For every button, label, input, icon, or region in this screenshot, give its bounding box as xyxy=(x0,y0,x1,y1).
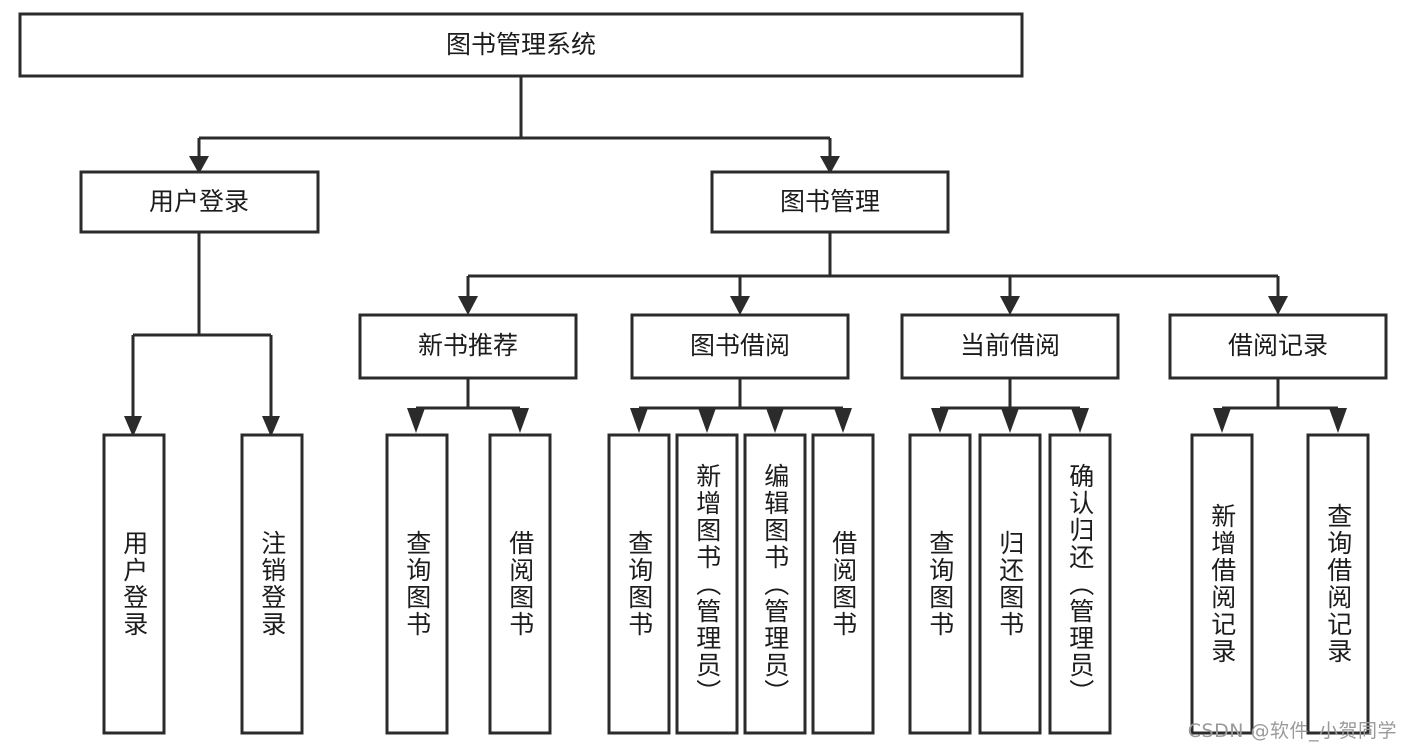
csdn-watermark: CSDN @软件_小贺同学 xyxy=(1187,720,1397,742)
arrow-bb-leaf4 xyxy=(834,408,852,433)
node-box-leaf-br-1[interactable] xyxy=(1190,433,1254,735)
connector-group-user-login xyxy=(124,232,280,437)
arrow-nbr-leaf2 xyxy=(511,408,529,433)
node-box-borrow-record[interactable] xyxy=(1168,313,1388,380)
arrow-bb-leaf1 xyxy=(630,408,648,433)
connector-group-new-book-recommend xyxy=(407,378,529,433)
node-box-leaf-bb-1[interactable] xyxy=(607,433,671,735)
node-label-user-login: 用户登录 xyxy=(149,187,249,216)
node-label-root: 图书管理系统 xyxy=(446,30,596,59)
node-box-leaf-cb-1[interactable] xyxy=(908,433,972,735)
arrow-bb-leaf2 xyxy=(698,408,716,433)
arrow-ul-leaf1 xyxy=(124,416,142,437)
connector-group-book-borrow xyxy=(630,378,852,433)
node-box-leaf-nbr-2[interactable] xyxy=(488,433,552,735)
node-box-root[interactable] xyxy=(18,12,1024,78)
connector-group-current-borrow xyxy=(931,378,1089,433)
node-box-leaf-bb-2[interactable] xyxy=(675,433,739,735)
node-box-leaf-ul-2[interactable] xyxy=(240,433,304,735)
node-box-leaf-nbr-1[interactable] xyxy=(385,433,449,735)
arrow-ul-leaf2 xyxy=(262,416,280,437)
arrow-new-book-recommend xyxy=(458,296,478,315)
connector-group-book-mgmt xyxy=(458,232,1288,315)
connector-group-root xyxy=(189,76,840,174)
arrow-br-leaf2 xyxy=(1329,408,1347,433)
node-box-leaf-cb-2[interactable] xyxy=(978,433,1042,735)
node-box-leaf-br-2[interactable] xyxy=(1306,433,1370,735)
arrow-user-login xyxy=(189,156,209,174)
arrow-br-leaf1 xyxy=(1213,408,1231,433)
arrow-cb-leaf3 xyxy=(1071,408,1089,433)
node-box-leaf-ul-1[interactable] xyxy=(102,433,166,735)
node-box-leaf-bb-3[interactable] xyxy=(743,433,807,735)
arrow-book-borrow xyxy=(730,296,750,315)
node-label-current-borrow: 当前借阅 xyxy=(960,331,1060,360)
arrow-nbr-leaf1 xyxy=(407,408,425,433)
arrow-bb-leaf3 xyxy=(766,408,784,433)
arrow-cb-leaf2 xyxy=(1001,408,1019,433)
node-box-leaf-bb-4[interactable] xyxy=(811,433,875,735)
node-box-current-borrow[interactable] xyxy=(900,313,1120,380)
node-box-new-book-recommend[interactable] xyxy=(358,313,578,380)
arrow-book-mgmt xyxy=(820,156,840,174)
node-label-book-management: 图书管理 xyxy=(780,187,880,216)
node-box-leaf-cb-3[interactable] xyxy=(1048,433,1112,735)
arrow-current-borrow xyxy=(1000,296,1020,315)
node-box-book-borrow[interactable] xyxy=(630,313,850,380)
node-label-book-borrow: 图书借阅 xyxy=(690,331,790,360)
connector-group-borrow-record xyxy=(1213,378,1347,433)
node-label-borrow-record: 借阅记录 xyxy=(1228,331,1328,360)
node-box-user-login[interactable] xyxy=(79,170,320,234)
node-box-book-management[interactable] xyxy=(710,170,950,234)
arrow-borrow-record xyxy=(1268,296,1288,315)
arrow-cb-leaf1 xyxy=(931,408,949,433)
node-label-new-book-recommend: 新书推荐 xyxy=(418,331,518,360)
